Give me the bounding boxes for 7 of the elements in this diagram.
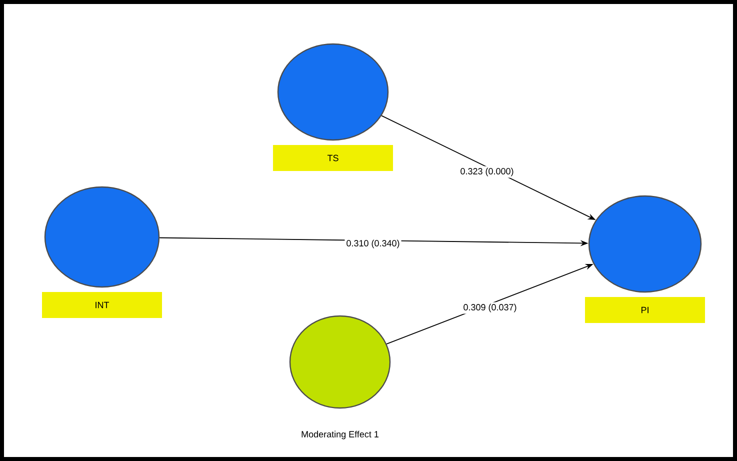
node-label: Moderating Effect 1 <box>302 430 378 440</box>
node-label: INT <box>96 302 110 308</box>
node-label: PI <box>641 306 648 314</box>
node-label: TS <box>327 154 338 162</box>
edge-label: 0.310 (0.340) <box>344 238 402 250</box>
edge-label: 0.309 (0.037) <box>462 302 518 314</box>
edge-label: 0.323 (0.000) <box>458 166 516 178</box>
